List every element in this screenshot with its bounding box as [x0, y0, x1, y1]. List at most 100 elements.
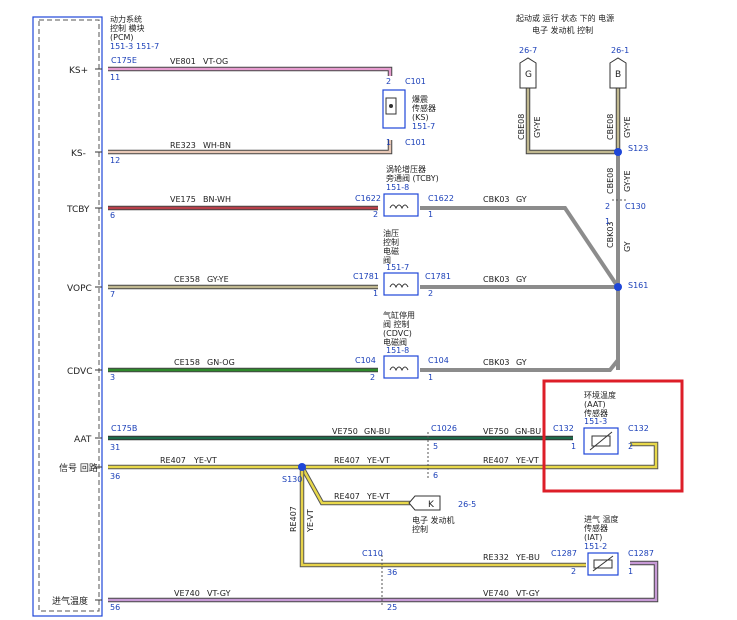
- conn-c130: C130: [625, 202, 646, 211]
- label-re323-color: WH-BN: [203, 141, 231, 150]
- label-cbk03-b-color: GY: [516, 275, 527, 284]
- label-ve740-a-color: VT-GY: [207, 589, 231, 598]
- cdvc-label-2: 阀 控制: [383, 319, 410, 329]
- pin-31: 31: [110, 443, 120, 452]
- pcm-module-inner-box: [38, 19, 100, 612]
- tcby-ref: 151-8: [386, 183, 409, 192]
- pin-c1781-2: 2: [428, 289, 433, 298]
- label-ve750-a: VE750: [332, 427, 358, 436]
- iat-label-2: 传感器: [584, 523, 608, 533]
- signal-aat: AAT: [74, 435, 92, 445]
- splice-s130-label: S130: [282, 475, 302, 484]
- label-re407-a-color: YE-VT: [193, 456, 217, 465]
- power-g-letter: G: [525, 70, 532, 80]
- pin-c1026-6: 6: [433, 471, 438, 480]
- iat-sensor-symbol: [587, 552, 619, 576]
- tcby-solenoid-symbol: [383, 193, 419, 217]
- label-ve801-color: VT-OG: [203, 57, 228, 66]
- label-cbe08-lower: CBE08: [606, 168, 615, 194]
- wire-re323: [108, 140, 393, 155]
- vopc-solenoid-symbol: [383, 272, 419, 296]
- conn-c1622-right: C1622: [428, 194, 454, 203]
- pin-56: 56: [110, 603, 120, 612]
- power-label-2: 电子 发动机 控制: [532, 25, 593, 35]
- pcm-ref-2: 151-7: [136, 42, 159, 51]
- splice-s123-label: S123: [628, 144, 648, 153]
- power-b-terminal: [609, 57, 627, 89]
- pcm-pin-ticks: [95, 68, 102, 601]
- pin-c1622-2: 2: [373, 210, 378, 219]
- cdvc-solenoid-symbol: [383, 355, 419, 379]
- label-cbe08-g: CBE08: [517, 114, 526, 140]
- conn-c1026: C1026: [431, 424, 457, 433]
- power-g-ref: 26-7: [519, 46, 537, 55]
- label-cbe08-b-color: GY-YE: [623, 116, 632, 138]
- aat-label-2: (AAT): [584, 400, 606, 409]
- label-re407-c-color: YE-VT: [515, 456, 539, 465]
- cdvc-ref: 151-8: [386, 346, 409, 355]
- label-ve801: VE801: [170, 57, 196, 66]
- pin-36: 36: [110, 472, 120, 481]
- tcby-label-1: 涡轮增压器: [386, 164, 426, 174]
- label-ve740-a: VE740: [174, 589, 200, 598]
- pin-7: 7: [110, 290, 115, 299]
- label-cbe08-lower-color: GY-YE: [623, 170, 632, 192]
- vopc-label-1: 油压: [383, 228, 399, 238]
- ecm-k-ref: 26-5: [458, 500, 476, 509]
- conn-c175e: C175E: [111, 56, 137, 65]
- label-re407-c: RE407: [483, 456, 509, 465]
- wire-re407-branch-k-fill: [300, 466, 410, 505]
- power-label-1: 起动或 运行 状态 下的 电源: [516, 13, 614, 23]
- connector-dividers: [381, 199, 626, 606]
- ks-label-3: (KS): [412, 113, 429, 122]
- label-re407-d-color: YE-VT: [366, 492, 390, 501]
- pin-11: 11: [110, 73, 120, 82]
- wire-ve801-fill: [108, 67, 392, 76]
- label-re407-b-color: YE-VT: [366, 456, 390, 465]
- label-cbk03-a: CBK03: [483, 195, 510, 204]
- conn-c1781-left: C1781: [353, 272, 379, 281]
- splice-s161: [614, 283, 622, 291]
- label-ce358: CE358: [174, 275, 200, 284]
- pin-c132-2: 2: [628, 442, 633, 451]
- iat-label-1: 进气 温度: [584, 514, 619, 524]
- ecm-k-letter: K: [428, 500, 435, 510]
- signal-ks-neg: KS-: [71, 149, 86, 159]
- pcm-title-line3: (PCM): [110, 33, 134, 42]
- splice-s161-label: S161: [628, 281, 648, 290]
- pcm-module-box: [32, 16, 103, 617]
- conn-c1287-right: C1287: [628, 549, 654, 558]
- pin-c104-2: 2: [370, 373, 375, 382]
- aat-sensor-symbol: [583, 427, 619, 455]
- pin-c1287-2: 2: [571, 567, 576, 576]
- power-b-ref: 26-1: [611, 46, 629, 55]
- power-g-terminal: [519, 57, 537, 89]
- pin-12: 12: [110, 156, 120, 165]
- wire-cbk03-group: [420, 152, 620, 372]
- pin-3: 3: [110, 373, 115, 382]
- ks-label-1: 爆震: [412, 94, 428, 104]
- label-re323: RE323: [170, 141, 196, 150]
- label-cbk03-b: CBK03: [483, 275, 510, 284]
- conn-c104-left: C104: [355, 356, 376, 365]
- ecm-k-label-1: 电子 发动机: [412, 515, 455, 525]
- ks-ref: 151-7: [412, 122, 435, 131]
- label-re332: RE332: [483, 553, 509, 562]
- label-re407-vert: RE407: [289, 506, 298, 532]
- wire-cbe08-fill: [526, 88, 620, 154]
- splice-s123: [614, 148, 622, 156]
- pcm-ref-1: 151-3: [110, 42, 133, 51]
- conn-c1287-left: C1287: [551, 549, 577, 558]
- cdvc-label-1: 气缸停用: [383, 310, 415, 320]
- splice-s130: [298, 463, 306, 471]
- conn-c101-top: C101: [405, 77, 426, 86]
- label-cbk03-vert-color: GY: [623, 241, 632, 252]
- conn-c132-right: C132: [628, 424, 649, 433]
- label-ce158: CE158: [174, 358, 200, 367]
- conn-c132-left: C132: [553, 424, 574, 433]
- vopc-label-4: 阀: [383, 256, 391, 265]
- label-ve740-b-color: VT-GY: [516, 589, 540, 598]
- signal-vopc: VOPC: [67, 284, 92, 294]
- label-ve750-b-color: GN-BU: [515, 427, 541, 436]
